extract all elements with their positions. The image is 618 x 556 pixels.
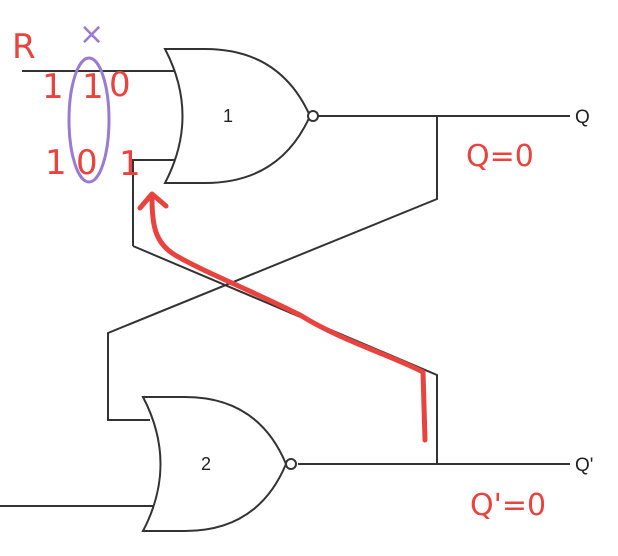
bottom-bit-1: 1 xyxy=(45,143,67,183)
gate2-label: 2 xyxy=(201,454,211,474)
bottom-bit-2: 0 xyxy=(76,143,98,183)
q-prime-state-note: Q'=0 xyxy=(470,488,546,523)
cross-mark: × xyxy=(79,17,104,52)
top-bit-1: 1 xyxy=(42,67,64,107)
gate1-lower-input-wire xyxy=(132,159,178,246)
q-prime-output-label: Q' xyxy=(575,455,593,476)
gate2-inverter-bubble xyxy=(285,458,297,470)
gate1-label: 1 xyxy=(223,106,233,126)
highlight-ellipse xyxy=(67,56,111,184)
q-state-note: Q=0 xyxy=(466,139,534,174)
top-bit-2: 1 xyxy=(82,67,104,107)
nor-gate-1 xyxy=(163,48,312,184)
feedback-arrow-head xyxy=(137,191,169,211)
q-prime-feedback-wire xyxy=(132,245,438,464)
gate1-inverter-bubble xyxy=(307,110,319,122)
r-input-label: R xyxy=(12,27,36,67)
q-feedback-wire xyxy=(107,116,438,421)
feedback-arrow xyxy=(149,195,428,443)
top-bit-3: 0 xyxy=(109,65,131,105)
bottom-bit-3: 1 xyxy=(119,144,141,184)
q-output-label: Q xyxy=(575,107,590,128)
nor-gate-2 xyxy=(141,396,288,532)
